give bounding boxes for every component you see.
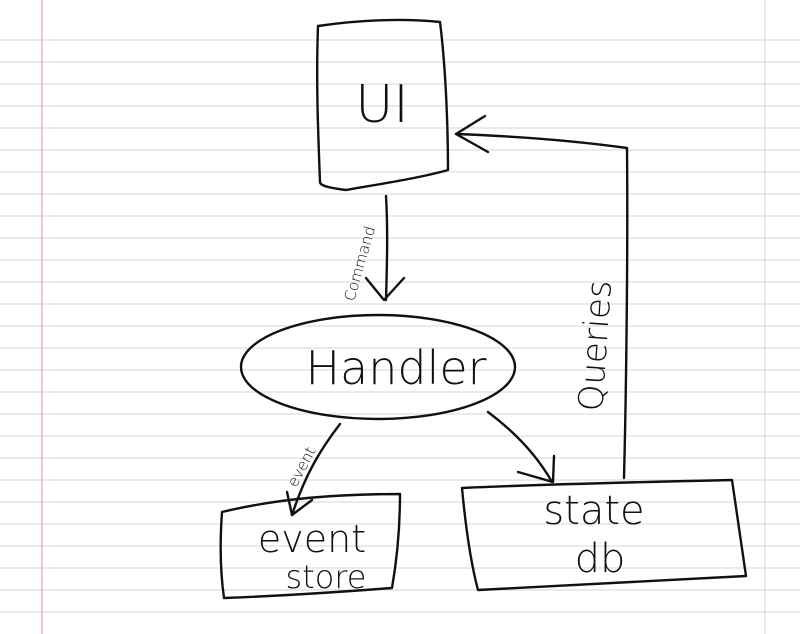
handler-label: Handler	[305, 341, 486, 395]
event-store-box	[219, 492, 402, 600]
event-arrow: event	[284, 422, 342, 517]
state-db-label-line1: state	[543, 488, 644, 534]
queries-arrow: Queries	[454, 114, 629, 480]
queries-label: Queries	[571, 279, 620, 413]
state-db-box	[460, 478, 748, 592]
state-db-label-line2: db	[575, 536, 626, 582]
state-arrow	[486, 410, 556, 484]
event-store-label-line2: store	[286, 558, 367, 596]
state-arrowhead	[516, 454, 556, 484]
event-store-label-line1: event	[258, 517, 366, 561]
ruled-lines	[0, 39, 800, 613]
command-arrow: Command	[341, 194, 406, 303]
event-store-node: event store	[219, 492, 402, 600]
handler-ellipse	[239, 313, 517, 421]
ui-label: UI	[355, 75, 408, 135]
event-label: event	[284, 444, 320, 490]
command-arrowhead	[364, 276, 406, 302]
state-db-node: state db	[460, 478, 748, 592]
ui-box	[315, 18, 450, 192]
command-label: Command	[341, 224, 380, 303]
ui-node: UI	[315, 18, 450, 192]
queries-arrowhead	[454, 114, 490, 154]
handler-node: Handler	[239, 313, 517, 421]
